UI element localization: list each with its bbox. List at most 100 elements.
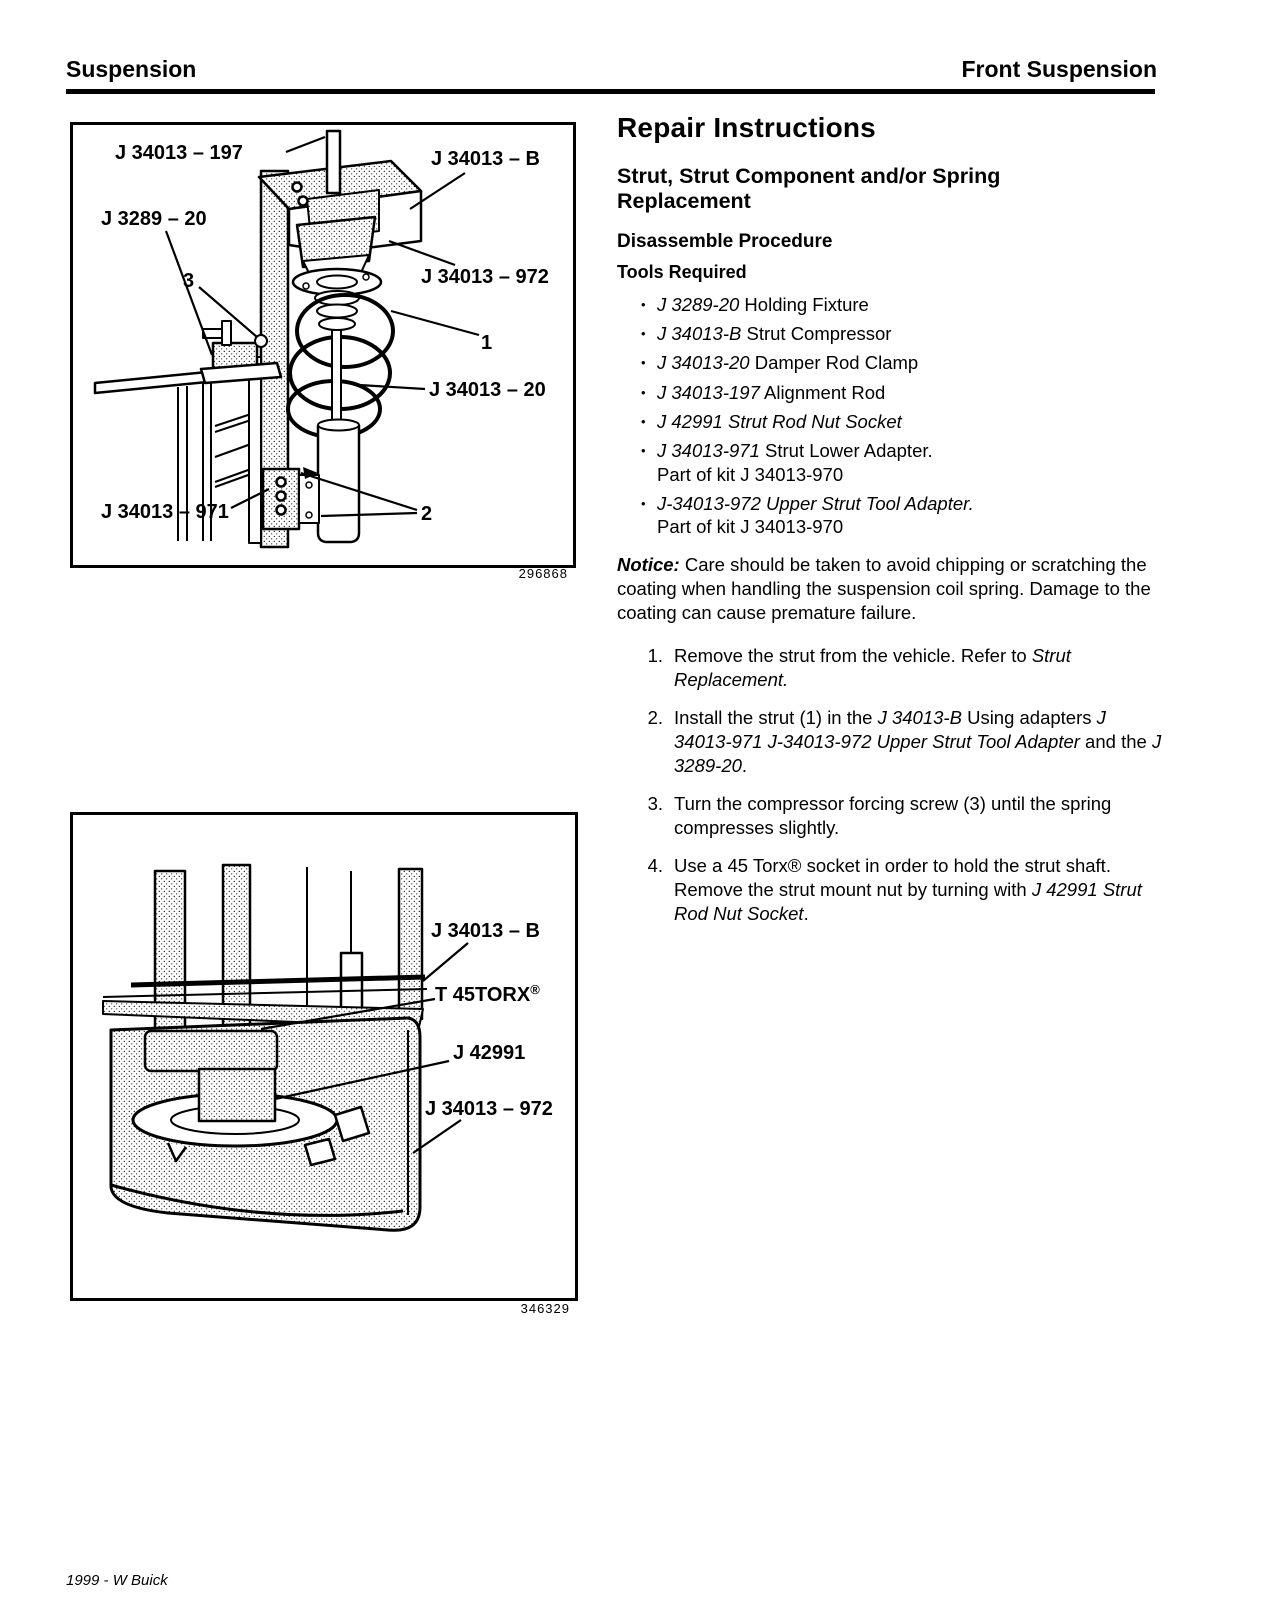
bullet-icon: • bbox=[641, 355, 646, 371]
body-text: Damper Rod Clamp bbox=[749, 352, 919, 374]
step-item: 4. Use a 45 Torx® socket in order to hold… bbox=[617, 854, 1165, 926]
callout-2: 2 bbox=[421, 503, 432, 525]
callout-j34013-20: J 34013 – 20 bbox=[429, 379, 546, 401]
notice-paragraph: Notice: Care should be taken to avoid ch… bbox=[617, 553, 1165, 625]
step-number: 2. bbox=[647, 707, 663, 729]
figure2-number: 346329 bbox=[520, 1301, 570, 1316]
callout-j34013-972: J 34013 – 972 bbox=[421, 266, 549, 288]
section-title: Repair Instructions bbox=[617, 112, 876, 143]
tool-item: • J 34013-B Strut Compressor bbox=[617, 322, 1165, 345]
body-text: Using adapters bbox=[961, 707, 1097, 729]
bullet-icon: • bbox=[641, 413, 646, 429]
callout-3: 3 bbox=[183, 270, 194, 292]
tool-item: • J 34013-971 Strut Lower Adapter.Part of… bbox=[617, 439, 1165, 486]
figure-strut-compressor: J 34013 – 197 J 34013 – B J 3289 – 20 3 … bbox=[70, 122, 576, 568]
spring-and-strut bbox=[286, 267, 395, 544]
figure1-number: 296868 bbox=[518, 566, 568, 581]
step-text: Turn the compressor forcing screw (3) un… bbox=[674, 792, 1165, 840]
tool-code-text: J 34013-B bbox=[657, 323, 742, 345]
leader-lines bbox=[164, 135, 480, 518]
callout-1: 1 bbox=[481, 332, 492, 354]
step-number: 4. bbox=[647, 855, 663, 877]
tool-item: • J 42991 Strut Rod Nut Socket bbox=[617, 410, 1165, 433]
strut-nut-drawing: J 34013 – B T 45TORX® J 42991 J 34013 – … bbox=[102, 863, 553, 1232]
tool-code-text: J 34013-20 bbox=[657, 352, 750, 374]
tool-code-text: J 42991 Strut Rod Nut Socket bbox=[657, 410, 902, 432]
notice-text: Care should be taken to avoid chipping o… bbox=[617, 554, 1151, 624]
step-number: 1. bbox=[647, 645, 663, 667]
tool-code-text: J 3289-20 bbox=[657, 293, 740, 315]
body-text: Strut Compressor bbox=[741, 323, 892, 345]
callout-j3289-20: J 3289 – 20 bbox=[101, 208, 207, 230]
page-header-right: Front Suspension bbox=[961, 56, 1158, 82]
tool-code-text: J 42991 Strut Rod Nut Socket bbox=[674, 879, 1142, 925]
notice-label: Notice: bbox=[617, 554, 680, 576]
step-text: Remove the strut from the vehicle. Refer… bbox=[674, 644, 1165, 692]
tools-list: • J 3289-20 Holding Fixture • J 34013-B Str… bbox=[617, 293, 1165, 539]
alignment-rod bbox=[325, 129, 342, 195]
nut-socket-assembly bbox=[143, 1029, 371, 1167]
bullet-icon: • bbox=[641, 443, 646, 459]
tool-item-text: J 34013-20 Damper Rod Clamp bbox=[657, 351, 918, 374]
tool-code-text: J-34013-972 Upper Strut Tool Adapter. bbox=[657, 492, 974, 514]
tool-code-text: J 34013-971 J-34013-972 Upper Strut Tool… bbox=[674, 707, 1106, 753]
callout-t45torx: T 45TORX® bbox=[435, 982, 540, 1006]
page-footer: 1999 - W Buick bbox=[66, 1572, 168, 1589]
tool-item-note: Part of kit J 34013-970 bbox=[657, 463, 844, 485]
disassemble-heading: Disassemble Procedure bbox=[617, 230, 833, 252]
bullet-icon: • bbox=[641, 326, 646, 342]
tool-item-text: J 34013-B Strut Compressor bbox=[657, 322, 891, 345]
tool-item: • J 34013-197 Alignment Rod bbox=[617, 381, 1165, 404]
callout-j34013-972: J 34013 – 972 bbox=[425, 1098, 553, 1120]
procedure-title: Strut, Strut Component and/or Spring Rep… bbox=[617, 164, 1001, 214]
page-header-left: Suspension bbox=[66, 56, 197, 82]
tool-item: • J 3289-20 Holding Fixture bbox=[617, 293, 1165, 316]
body-text: Install the strut (1) in the bbox=[674, 707, 878, 729]
tool-item-text: J-34013-972 Upper Strut Tool Adapter.Par… bbox=[657, 492, 974, 539]
tool-code-text: J 3289-20 bbox=[674, 731, 1162, 777]
callout-j34013-971: J 34013 – 971 bbox=[101, 501, 229, 523]
tool-item-note: Part of kit J 34013-970 bbox=[657, 516, 844, 538]
tool-item: • J 34013-20 Damper Rod Clamp bbox=[617, 351, 1165, 374]
tool-code-text: Strut Replacement. bbox=[674, 645, 1071, 691]
tool-item-text: J 34013-197 Alignment Rod bbox=[657, 381, 885, 404]
strut-compressor-drawing: J 34013 – 197 J 34013 – B J 3289 – 20 3 … bbox=[93, 129, 549, 549]
body-text: Remove the strut from the vehicle. Refer… bbox=[674, 645, 1032, 667]
steps-list: 1. Remove the strut from the vehicle. Ref… bbox=[617, 644, 1165, 926]
lower-adapter bbox=[261, 467, 320, 531]
tool-item-text: J 42991 Strut Rod Nut Socket bbox=[657, 410, 902, 433]
tool-code-text: J 34013-B bbox=[877, 707, 962, 729]
body-text: Strut Lower Adapter. bbox=[759, 440, 933, 462]
header-rule bbox=[66, 89, 1155, 94]
body-text: . bbox=[803, 903, 809, 925]
instructions-column: Repair Instructions Strut, Strut Compone… bbox=[617, 112, 1165, 941]
body-text: Holding Fixture bbox=[739, 293, 869, 315]
tool-code-text: J 34013-197 bbox=[657, 381, 760, 403]
tool-item-text: J 3289-20 Holding Fixture bbox=[657, 293, 869, 316]
tools-required-heading: Tools Required bbox=[617, 261, 747, 282]
bullet-icon: • bbox=[641, 495, 646, 511]
body-text: and the bbox=[1079, 731, 1152, 753]
body-text: Alignment Rod bbox=[759, 381, 886, 403]
tool-item-text: J 34013-971 Strut Lower Adapter.Part of … bbox=[657, 439, 933, 486]
callout-j34013-b: J 34013 – B bbox=[431, 920, 540, 942]
callout-j34013-b: J 34013 – B bbox=[431, 148, 540, 170]
step-number: 3. bbox=[647, 793, 663, 815]
body-text: Turn the compressor forcing screw (3) un… bbox=[674, 793, 1112, 839]
leader-lines bbox=[260, 942, 469, 1154]
strut-body bbox=[316, 425, 361, 544]
body-text: . bbox=[741, 755, 748, 777]
figure-strut-nut-removal: J 34013 – B T 45TORX® J 42991 J 34013 – … bbox=[70, 812, 578, 1301]
bullet-icon: • bbox=[641, 384, 646, 400]
step-text: Use a 45 Torx® socket in order to hold t… bbox=[674, 854, 1165, 926]
body-text: Use a 45 Torx® socket in order to hold t… bbox=[674, 855, 1111, 901]
tool-code-text: J 34013-971 bbox=[657, 440, 760, 462]
step-item: 1. Remove the strut from the vehicle. Ref… bbox=[617, 644, 1165, 692]
tool-item: • J-34013-972 Upper Strut Tool Adapter.Pa… bbox=[617, 492, 1165, 539]
step-item: 2. Install the strut (1) in the J 34013-B… bbox=[617, 706, 1165, 778]
step-text: Install the strut (1) in the J 34013-B U… bbox=[674, 706, 1165, 778]
callout-j42991: J 42991 bbox=[453, 1042, 525, 1064]
callout-j34013-197: J 34013 – 197 bbox=[115, 142, 243, 164]
bullet-icon: • bbox=[641, 296, 646, 312]
